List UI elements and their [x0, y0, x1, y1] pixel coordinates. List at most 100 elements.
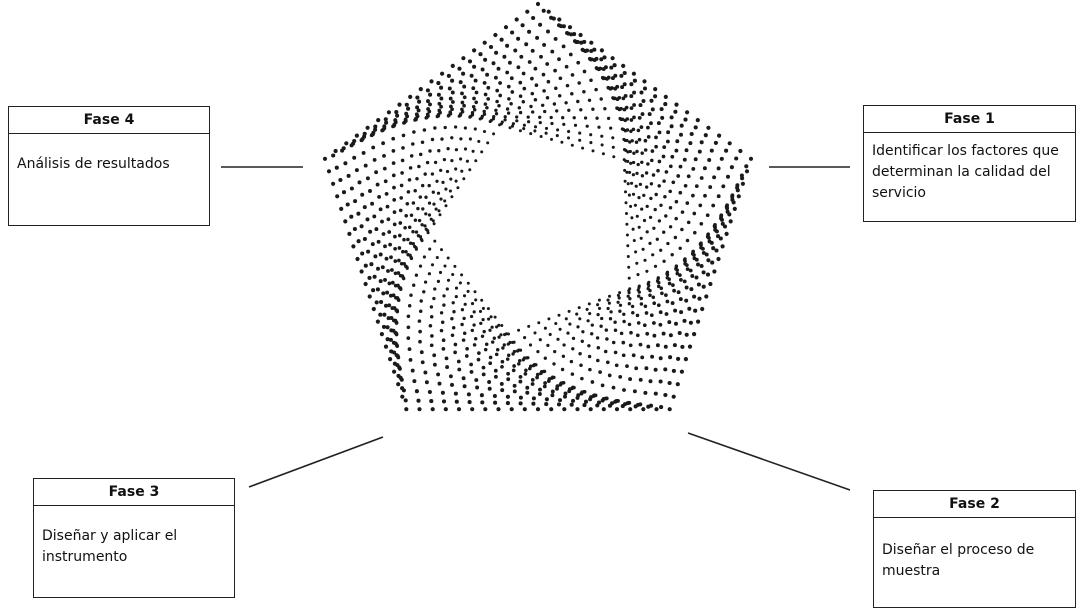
pattern-dot [684, 184, 688, 188]
pattern-dot [679, 165, 683, 169]
pattern-dot [649, 121, 653, 125]
pattern-dot [659, 204, 662, 207]
pattern-dot [632, 193, 635, 196]
pattern-dot [339, 207, 343, 211]
pattern-dot [693, 231, 697, 235]
pattern-dot [455, 400, 459, 404]
pattern-dot [632, 173, 635, 176]
pattern-dot [556, 128, 559, 131]
pattern-dot [697, 297, 701, 301]
pattern-dot [535, 36, 539, 40]
phase-box-fase1: Fase 1 Identificar los factores que dete… [863, 105, 1076, 222]
pattern-dot [644, 139, 648, 143]
pattern-dot [547, 317, 550, 320]
pattern-dot [647, 287, 650, 290]
pattern-dot [461, 56, 465, 60]
pattern-dot [331, 153, 335, 157]
pattern-dot [565, 31, 569, 35]
pattern-dot [629, 343, 633, 347]
pattern-dot [529, 132, 532, 135]
pattern-dot [652, 321, 656, 325]
dotted-pentagon-spiral [323, 2, 753, 411]
pattern-dot [370, 133, 374, 137]
pattern-dot [388, 243, 392, 247]
pattern-dot [525, 391, 529, 395]
pattern-dot [632, 353, 636, 357]
pattern-dot [430, 343, 434, 347]
pattern-dot [483, 407, 487, 411]
pattern-dot [462, 317, 465, 320]
pattern-dot [456, 186, 459, 189]
pattern-dot [473, 343, 477, 347]
pattern-dot [688, 141, 692, 145]
pattern-dot [581, 330, 584, 333]
pattern-dot [390, 268, 394, 272]
pattern-dot [362, 151, 366, 155]
pattern-dot [685, 110, 689, 114]
pattern-dot [557, 17, 561, 21]
pattern-dot [415, 389, 419, 393]
pattern-dot [740, 173, 744, 177]
pattern-dot [455, 148, 458, 151]
pattern-dot [640, 151, 644, 155]
pattern-dot [515, 115, 518, 118]
pattern-dot [602, 67, 606, 71]
pattern-dot [726, 210, 730, 214]
pattern-dot [452, 326, 456, 330]
pattern-dot [629, 94, 633, 98]
pattern-dot [407, 190, 411, 194]
pattern-dot [575, 407, 579, 411]
pattern-dot [554, 322, 557, 325]
pattern-dot [623, 148, 626, 151]
pattern-dot [589, 407, 593, 411]
pattern-dot [711, 246, 715, 250]
pattern-dot [549, 333, 552, 336]
pattern-dot [472, 48, 476, 52]
pattern-dot [455, 295, 458, 298]
pattern-dot [470, 315, 473, 318]
pattern-dot [442, 399, 446, 403]
pattern-dot [507, 111, 510, 114]
pattern-dot [644, 148, 648, 152]
pattern-dot [508, 61, 512, 65]
pattern-dot [601, 76, 605, 80]
pattern-dot [487, 318, 490, 321]
pattern-dot [597, 400, 601, 404]
pattern-dot [612, 386, 616, 390]
pattern-dot [431, 263, 434, 266]
pattern-dot [608, 295, 611, 298]
pattern-dot [679, 133, 683, 137]
pattern-dot [477, 351, 481, 355]
pattern-dot [428, 184, 431, 187]
pattern-dot [706, 126, 710, 130]
pattern-dot [550, 116, 553, 119]
pattern-dot [464, 303, 467, 306]
pattern-dot [415, 274, 418, 277]
pattern-dot [716, 257, 720, 261]
pattern-dot [546, 30, 550, 34]
phase-description: Análisis de resultados [9, 134, 209, 175]
pattern-dot [510, 76, 514, 80]
pattern-dot [588, 302, 591, 305]
phase-description: Identificar los factores que determinan … [864, 133, 1075, 204]
pattern-dot [498, 81, 502, 85]
pattern-dot [474, 100, 478, 104]
pattern-dot [605, 397, 609, 401]
pattern-dot [513, 341, 516, 344]
pattern-dot [656, 238, 659, 241]
pattern-dot [383, 167, 387, 171]
pattern-dot [717, 166, 721, 170]
pattern-dot [474, 159, 477, 162]
pattern-dot [465, 347, 469, 351]
pattern-dot [480, 400, 484, 404]
pattern-dot [714, 141, 718, 145]
pattern-dot [459, 137, 462, 140]
pattern-dot [545, 132, 548, 135]
pattern-dot [640, 207, 643, 210]
pattern-dot [408, 178, 412, 182]
pattern-dot [690, 132, 694, 136]
pattern-dot [455, 180, 458, 183]
pattern-dot [631, 305, 634, 308]
pattern-dot [442, 294, 445, 297]
pattern-dot [558, 314, 561, 317]
